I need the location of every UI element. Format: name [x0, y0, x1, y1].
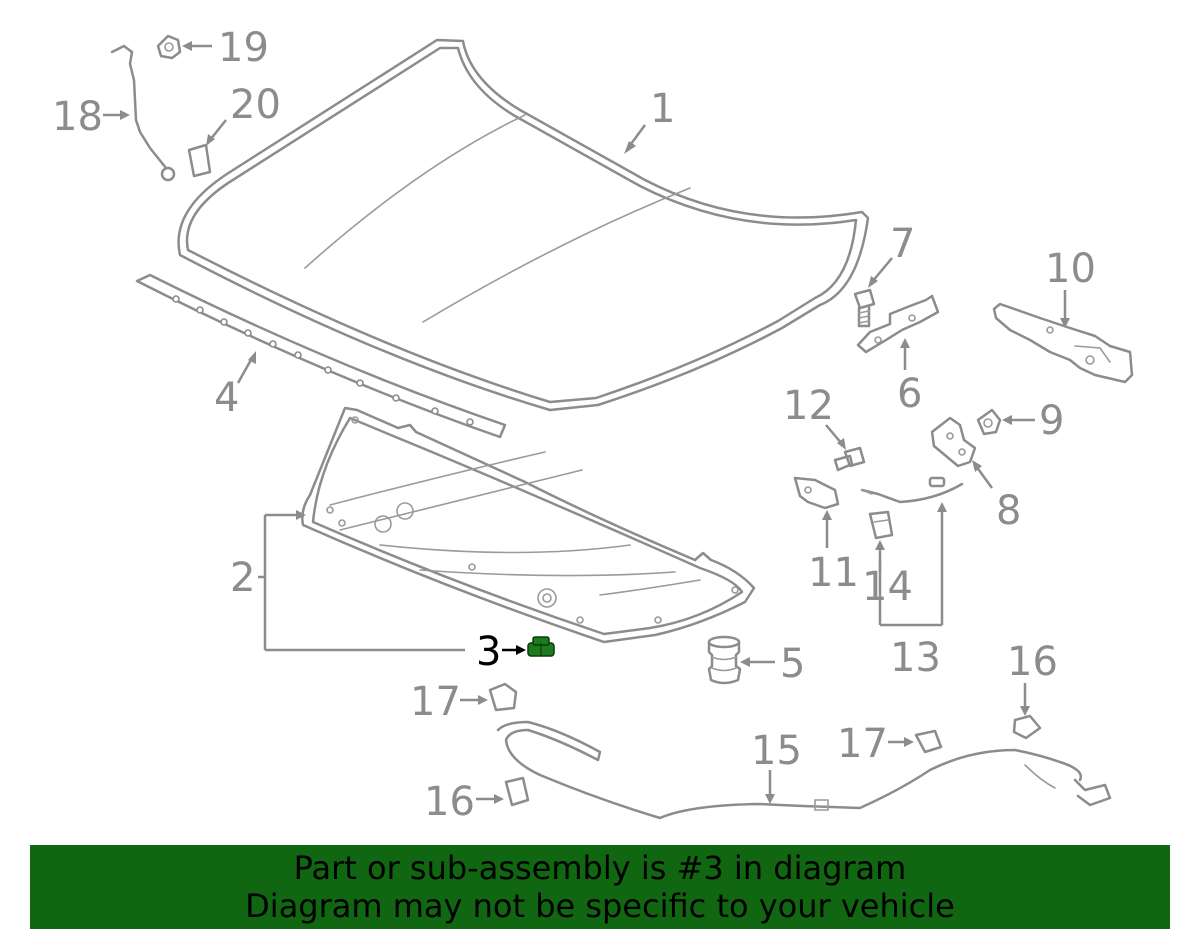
callout-2: 2	[230, 555, 255, 601]
part-info-banner: Part or sub-assembly is #3 in diagram Di…	[30, 845, 1170, 929]
callout-17-right: 17	[837, 721, 888, 767]
bolt-12	[833, 446, 866, 472]
clip-16-right	[1012, 714, 1042, 740]
striker-11	[793, 476, 840, 510]
callout-16-right: 16	[1007, 639, 1058, 685]
hood-panel	[177, 38, 870, 412]
callout-18: 18	[52, 94, 103, 140]
callout-9: 9	[1039, 398, 1064, 444]
callout-1: 1	[650, 86, 675, 132]
hood-bumper-stop	[707, 635, 742, 685]
grommet-9	[976, 408, 1002, 436]
callout-10: 10	[1045, 246, 1096, 292]
callout-7: 7	[890, 221, 915, 267]
hinge-bracket-6	[856, 294, 940, 354]
clip-17-left	[488, 682, 518, 712]
banner-line-disclaimer: Diagram may not be specific to your vehi…	[245, 887, 955, 925]
bolt-7	[853, 288, 876, 328]
callout-15: 15	[751, 728, 802, 774]
hood-seal-strip	[135, 273, 507, 439]
callout-20: 20	[230, 82, 281, 128]
banner-line-part: Part or sub-assembly is #3 in diagram	[293, 849, 907, 887]
clip-17-right	[914, 729, 943, 754]
callout-11: 11	[808, 550, 859, 596]
callout-17-left: 17	[410, 679, 461, 725]
insulator-clip-part-3	[527, 636, 555, 657]
callout-labels: 1 2 3 4 5 6 7 8 9 10 11 12 13 14 15 16 1…	[52, 25, 1096, 825]
callout-19: 19	[218, 25, 269, 71]
hood-insulator	[301, 406, 756, 644]
callout-16-left: 16	[424, 779, 475, 825]
callout-6: 6	[897, 371, 922, 417]
callout-8: 8	[996, 488, 1021, 534]
cable-clip-14	[868, 510, 894, 540]
hood-release-cable-15	[496, 720, 1112, 820]
prop-rod-holder-20	[187, 143, 212, 178]
clip-16-left	[504, 776, 530, 807]
callout-5: 5	[780, 641, 805, 687]
callout-14: 14	[862, 564, 913, 610]
callout-13: 13	[890, 635, 941, 681]
lock-bracket-8	[930, 416, 977, 468]
callout-4: 4	[214, 375, 239, 421]
callout-3: 3	[476, 629, 501, 675]
callout-12: 12	[783, 383, 834, 429]
latch-support-10	[992, 302, 1134, 384]
nut-19	[156, 34, 182, 60]
release-cable-13	[860, 476, 964, 504]
prop-rod-18	[110, 44, 176, 182]
leader-lines	[103, 41, 1070, 804]
